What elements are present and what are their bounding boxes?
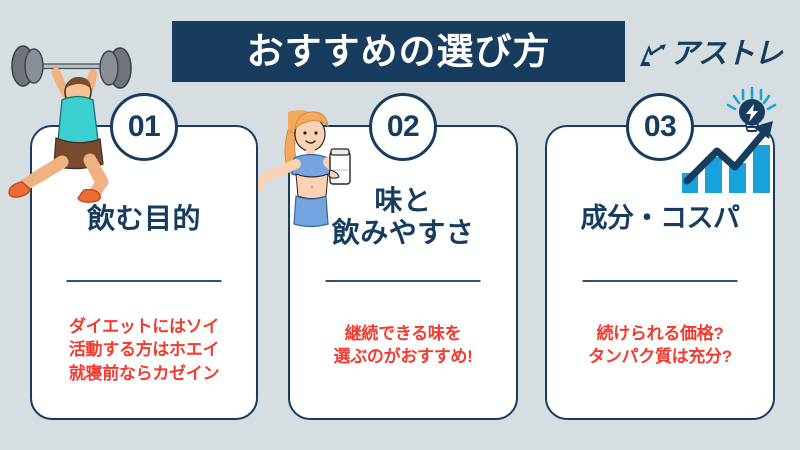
card-divider: [66, 280, 222, 282]
growth-chart-lightbulb-illustration: [682, 86, 777, 193]
card-number-badge: 02: [369, 93, 437, 161]
card-note: 継続できる味を 選ぶのがおすすめ!: [333, 324, 473, 367]
page-title: おすすめの選び方: [246, 31, 551, 72]
card-number: 02: [386, 110, 420, 143]
card-note: 続けられる価格? タンパク質は充分?: [588, 324, 732, 367]
card-number-badge: 01: [110, 93, 178, 161]
card-divider: [325, 280, 481, 282]
page-title-banner: おすすめの選び方: [172, 21, 625, 82]
card-title: 成分・コスパ: [580, 203, 741, 233]
card-number: 03: [643, 110, 677, 143]
card-title: 味と 飲みやすさ: [331, 185, 475, 249]
card-divider: [582, 280, 738, 282]
card-number: 01: [127, 110, 161, 143]
card-01[interactable]: 01 飲む目的 ダイエットにはソイ 活動する方はホエイ 就寝前ならカゼイン: [30, 93, 258, 420]
card-note: ダイエットにはソイ 活動する方はホエイ 就寝前ならカゼイン: [68, 317, 220, 383]
card-number-badge: 03: [626, 93, 694, 161]
card-title: 飲む目的: [86, 203, 201, 234]
a-arrow-logo-icon: [640, 43, 666, 66]
brand-logo-text: アストレ: [670, 38, 783, 70]
weightlifter-illustration: [8, 45, 132, 203]
woman-with-shaker-illustration: [258, 110, 351, 228]
brand-logo: アストレ: [638, 38, 783, 70]
